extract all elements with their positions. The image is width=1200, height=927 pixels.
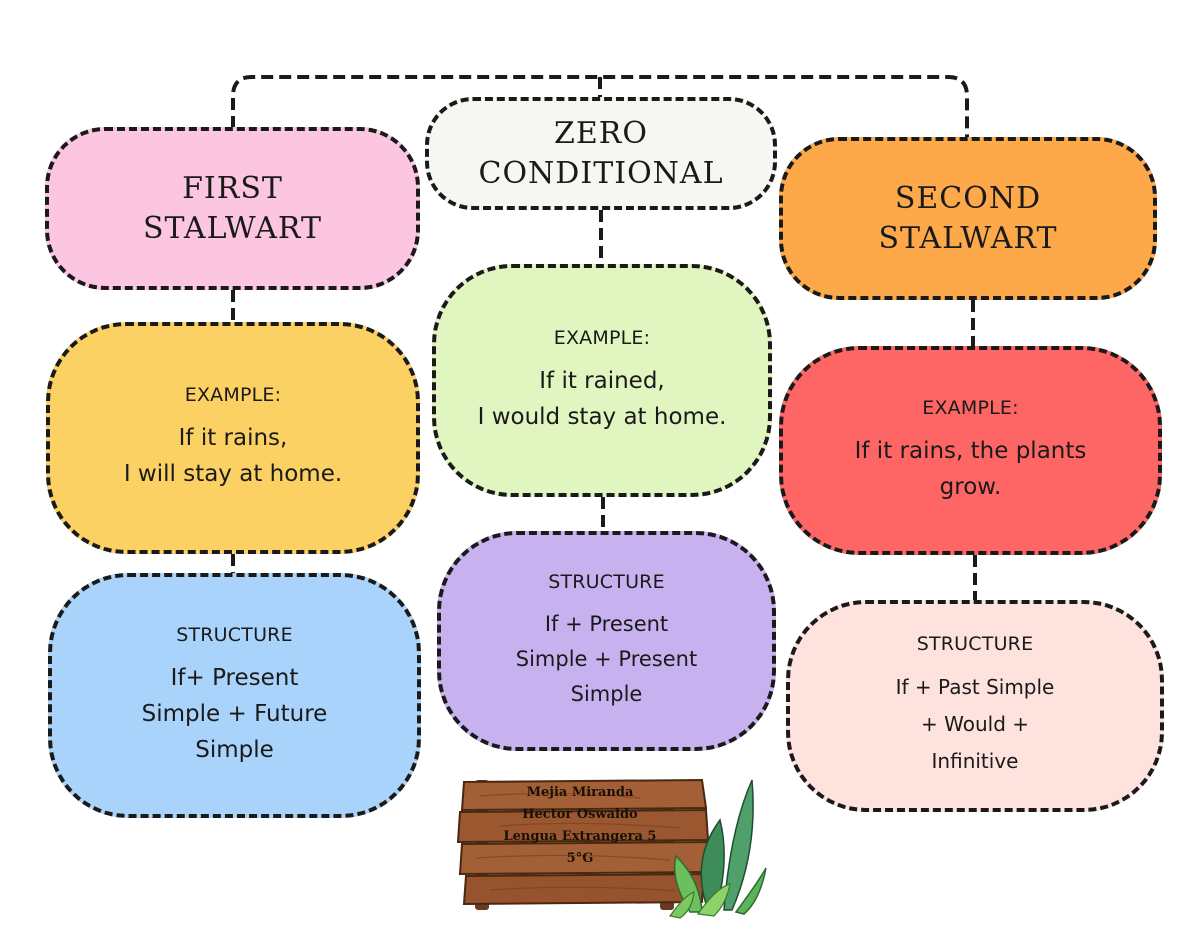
zero-structure-line-1: If + Present	[544, 611, 669, 636]
second-structure-box: STRUCTURE If + Past Simple + Would + Inf…	[786, 600, 1164, 812]
zero-example-line-1: If it rained,	[539, 367, 665, 394]
first-title-line-2: STALWART	[143, 210, 322, 246]
first-stalwart-title-box: FIRST STALWART	[45, 127, 420, 290]
first-example-line-1: If it rains,	[178, 425, 288, 451]
first-structure-box: STRUCTURE If+ Present Simple + Future Si…	[48, 573, 421, 818]
wooden-sign-icon	[456, 778, 767, 919]
second-structure-line-3: Infinitive	[931, 748, 1019, 773]
credits-sign: Mejia Miranda Hector Oswaldo Lengua Extr…	[440, 760, 770, 920]
zero-structure-line-3: Simple	[570, 681, 643, 706]
first-example-line-2: I will stay at home.	[123, 461, 343, 487]
zero-example-heading: EXAMPLE:	[553, 326, 651, 349]
credits-line-2: Hector Oswaldo	[522, 807, 638, 822]
second-stalwart-title-box: SECOND STALWART	[779, 137, 1157, 300]
credits-text: Mejia Miranda Hector Oswaldo Lengua Extr…	[460, 782, 700, 870]
second-structure-line-1: If + Past Simple	[895, 674, 1055, 699]
credits-line-3: Lengua Extrangera 5	[503, 829, 657, 844]
second-example-heading: EXAMPLE:	[922, 396, 1019, 419]
top-bracket-connector	[231, 75, 969, 138]
leafy-plant-icon	[668, 779, 767, 919]
second-title-line-2: STALWART	[878, 220, 1058, 256]
second-example-line-1: If it rains, the plants	[854, 437, 1087, 464]
zero-structure-line-2: Simple + Present	[515, 646, 698, 671]
second-structure-heading: STRUCTURE	[916, 632, 1034, 655]
second-structure-line-2: + Would +	[921, 711, 1029, 736]
first-structure-line-2: Simple + Future	[141, 700, 328, 727]
credits-line-1: Mejia Miranda	[526, 785, 634, 800]
second-example-line-2: grow.	[939, 473, 1002, 500]
zero-structure-box: STRUCTURE If + Present Simple + Present …	[437, 531, 776, 751]
first-example-box: EXAMPLE: If it rains, I will stay at hom…	[46, 322, 420, 554]
second-title-line-1: SECOND	[894, 180, 1042, 216]
zero-example-box: EXAMPLE: If it rained, I would stay at h…	[432, 264, 772, 497]
first-title-line-1: FIRST	[182, 170, 283, 206]
credits-line-4: 5°G	[566, 851, 594, 866]
zero-example-line-2: I would stay at home.	[477, 403, 727, 430]
first-structure-line-1: If+ Present	[170, 664, 299, 691]
zero-title-line-2: CONDITIONAL	[478, 155, 724, 191]
second-example-box: EXAMPLE: If it rains, the plants grow.	[779, 346, 1162, 555]
first-structure-heading: STRUCTURE	[176, 623, 293, 646]
zero-title-line-1: ZERO	[554, 115, 648, 151]
first-example-heading: EXAMPLE:	[184, 384, 282, 406]
first-structure-line-3: Simple	[195, 736, 274, 763]
zero-structure-heading: STRUCTURE	[548, 570, 665, 593]
zero-conditional-title-box: ZERO CONDITIONAL	[425, 97, 777, 210]
